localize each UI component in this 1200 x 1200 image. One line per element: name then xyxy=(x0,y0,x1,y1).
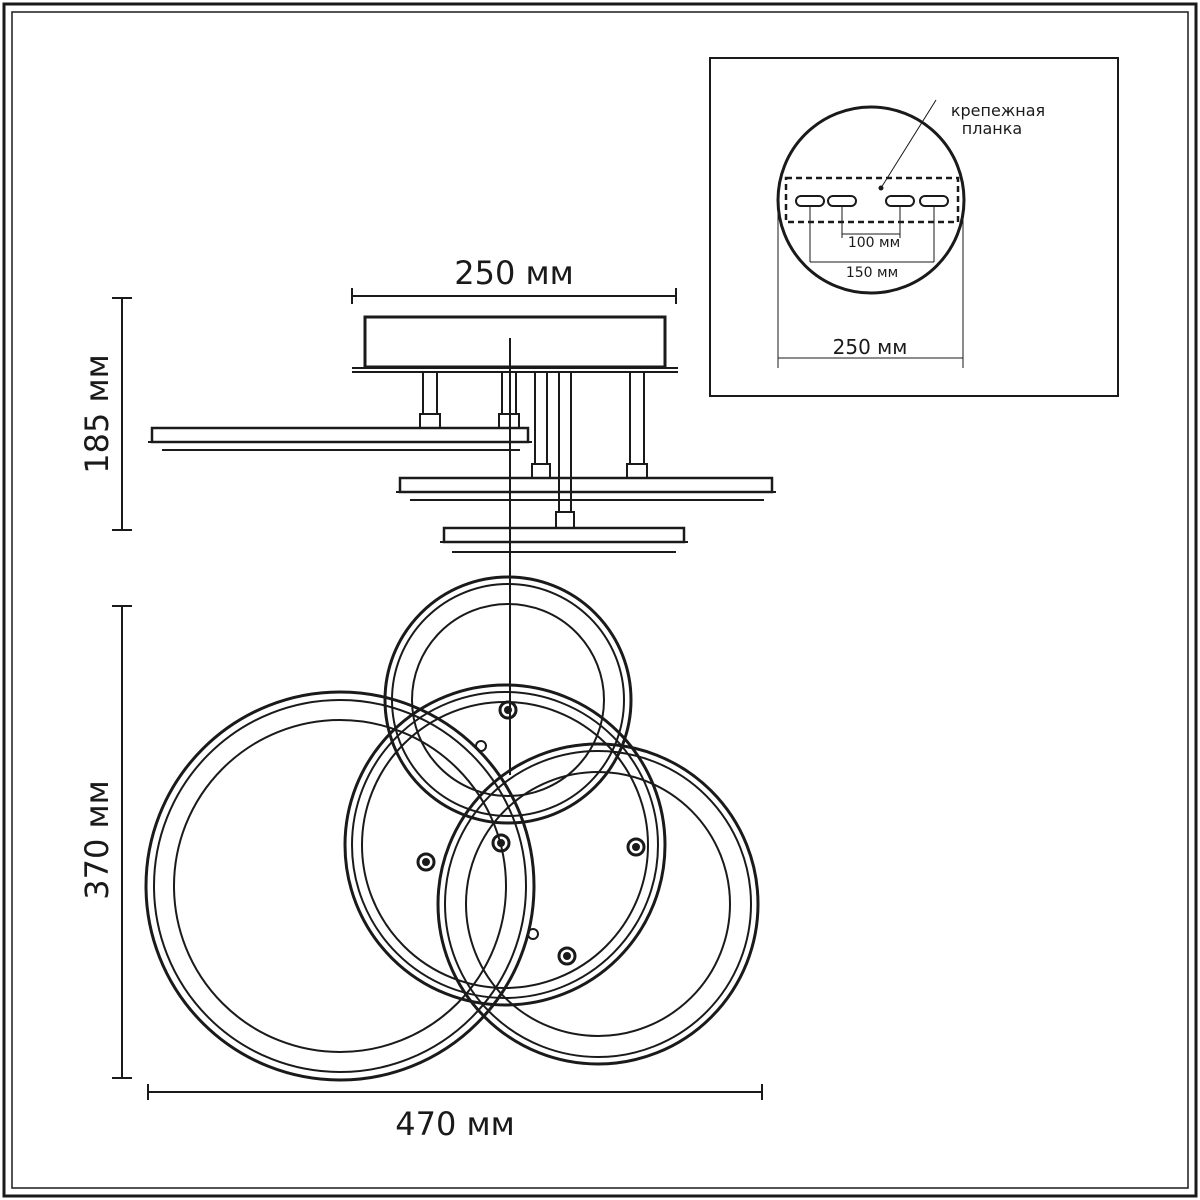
total-width-label: 470 мм xyxy=(395,1105,515,1143)
rod-joint xyxy=(555,511,575,529)
slot xyxy=(919,195,949,207)
mounting-bar xyxy=(784,176,960,224)
depth-label: 370 мм xyxy=(78,780,116,900)
plate-width-label: 250 мм xyxy=(454,254,574,292)
slot xyxy=(827,195,857,207)
rod-joint xyxy=(531,463,551,479)
side-view xyxy=(112,288,776,553)
rod xyxy=(629,371,645,465)
ring-disc-side-3 xyxy=(440,526,688,553)
ceiling-canopy xyxy=(363,315,667,369)
base-circle xyxy=(776,105,966,295)
base-diameter-label: 250 мм xyxy=(833,335,908,359)
hole-spacing-inner-label: 100 мм xyxy=(848,235,900,251)
rod xyxy=(422,371,438,415)
callout-label-line2: планка xyxy=(962,119,1022,138)
mount-points xyxy=(416,700,646,966)
callout-label-line1: крепежная xyxy=(951,101,1045,120)
ring-top xyxy=(383,575,633,825)
mounting-inset xyxy=(709,57,1119,397)
ring-disc-side-1 xyxy=(148,426,532,451)
ring-disc-side-2 xyxy=(396,476,776,501)
hole-spacing-outer-label: 150 мм xyxy=(846,265,898,281)
slot xyxy=(795,195,825,207)
rod-joint xyxy=(626,463,648,479)
slot xyxy=(885,195,915,207)
rod xyxy=(534,371,548,465)
ring-middle xyxy=(343,683,667,1007)
height-label: 185 мм xyxy=(78,354,116,474)
rod-joint xyxy=(419,413,441,429)
ring-left xyxy=(144,690,536,1082)
inset-frame xyxy=(709,57,1119,397)
inner-border xyxy=(11,11,1189,1189)
front-view xyxy=(112,338,763,1100)
